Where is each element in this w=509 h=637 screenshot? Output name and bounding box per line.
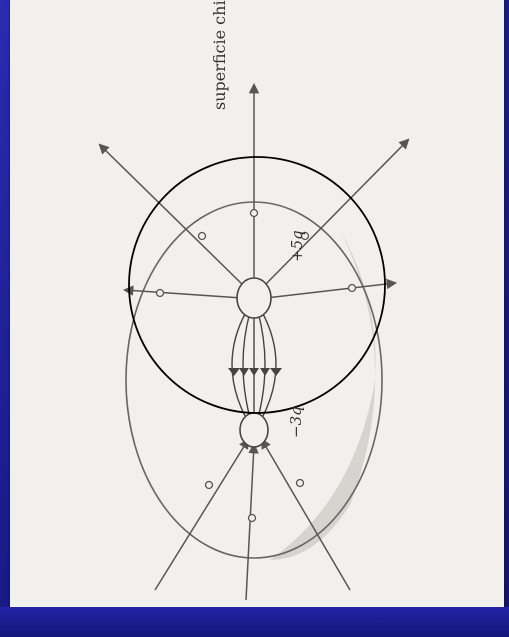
closed-surface-circle xyxy=(128,156,386,414)
scanned-figure: superficie chiusa +5q −3q xyxy=(10,0,504,607)
positive-charge xyxy=(236,277,272,319)
slide-footer xyxy=(0,607,509,637)
dipole-lines xyxy=(231,311,277,419)
field-lines-negative xyxy=(154,438,351,601)
dipole-arrowheads xyxy=(228,368,282,376)
ellipse-shadow xyxy=(270,230,376,560)
field-lines-diagram xyxy=(98,82,410,601)
surface-label: superficie chiusa xyxy=(210,0,229,110)
positive-charge-label: +5q xyxy=(288,230,306,262)
line-markers xyxy=(155,208,357,523)
field-lines-positive xyxy=(98,82,410,299)
negative-charge-label: −3q xyxy=(287,406,305,438)
negative-charge xyxy=(239,412,269,448)
